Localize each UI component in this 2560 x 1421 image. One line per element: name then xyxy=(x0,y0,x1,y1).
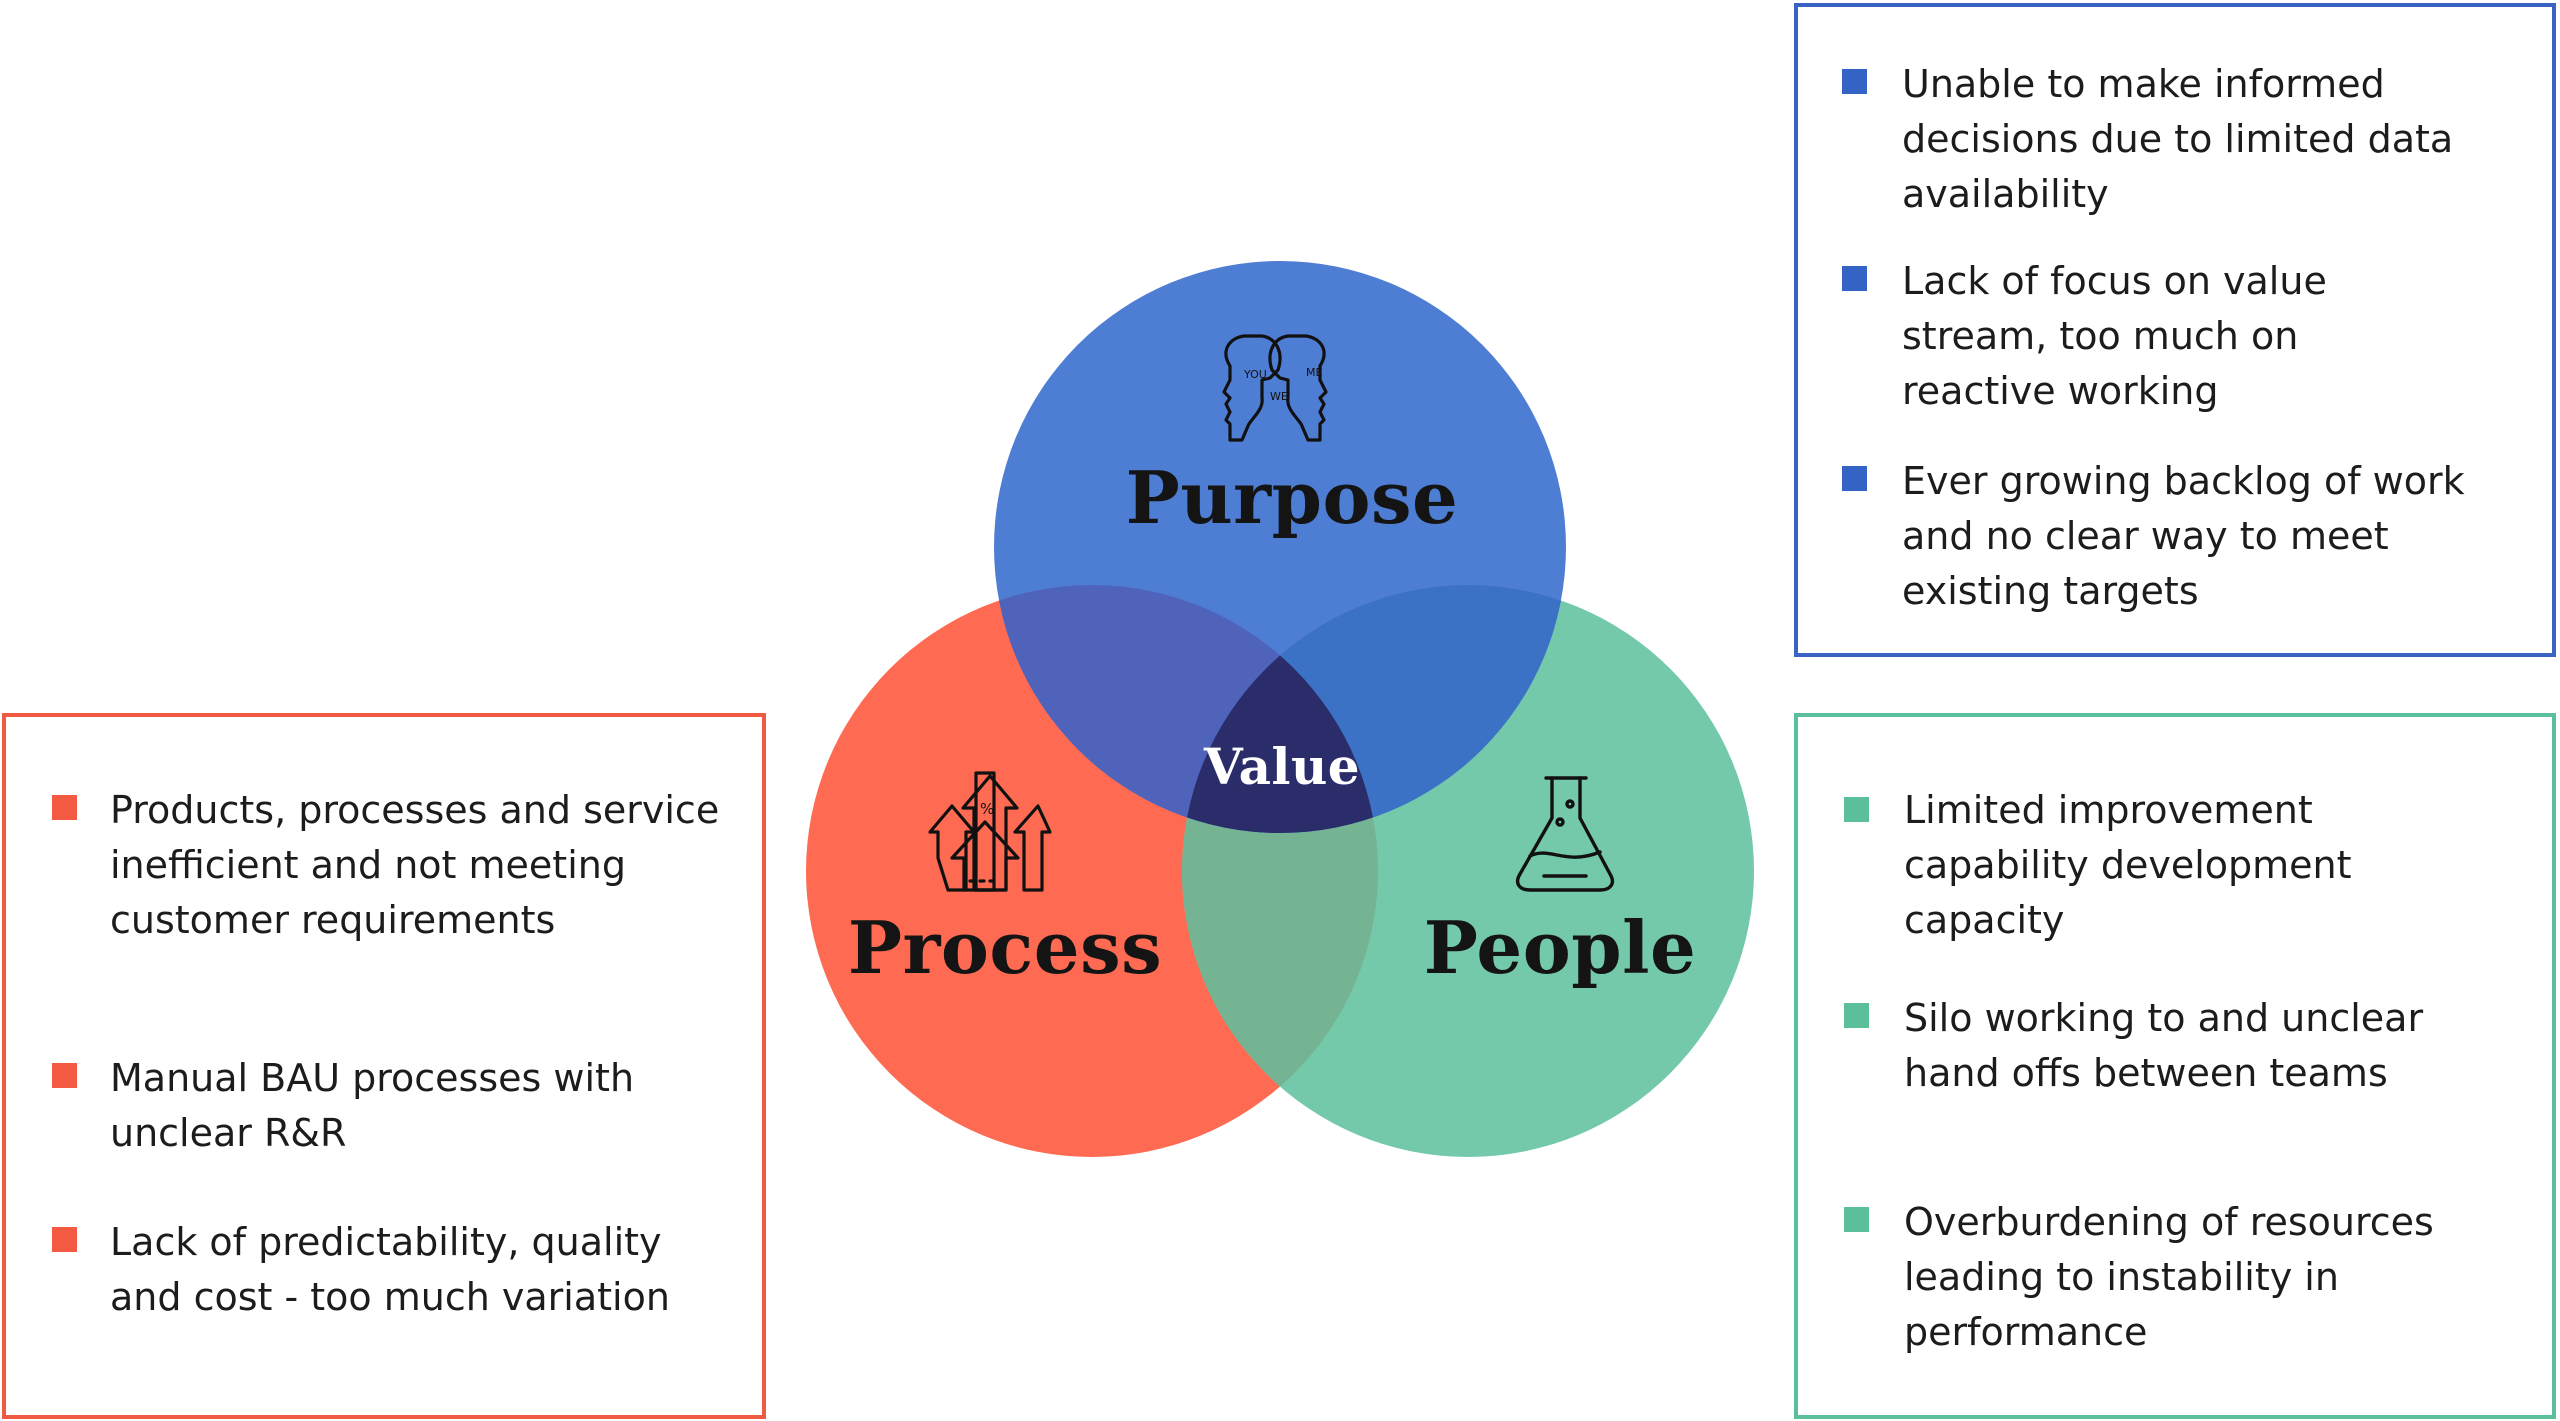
line: and cost - too much variation xyxy=(110,1275,670,1319)
line: stream, too much on xyxy=(1902,314,2299,358)
line: inefficient and not meeting xyxy=(110,843,626,887)
people-issue-2: Silo working to and unclear hand offs be… xyxy=(1904,991,2423,1101)
line: Silo working to and unclear xyxy=(1904,996,2424,1040)
growth-arrows-icon: % xyxy=(928,771,1052,892)
heads-icon-you: YOU xyxy=(1243,368,1267,381)
line: customer requirements xyxy=(110,898,556,942)
bullet-square xyxy=(1844,1003,1869,1028)
heads-you-me-we-icon: YOU ME WE xyxy=(1222,334,1328,442)
purpose-label: Purpose xyxy=(1125,455,1459,540)
purpose-issue-1: Unable to make informed decisions due to… xyxy=(1902,57,2453,222)
bullet-square xyxy=(1844,1207,1869,1232)
people-label: People xyxy=(1423,905,1697,990)
line: Limited improvement xyxy=(1904,788,2313,832)
purpose-issue-3: Ever growing backlog of work and no clea… xyxy=(1902,454,2465,619)
line: capability development xyxy=(1904,843,2352,887)
line: Unable to make informed xyxy=(1902,62,2385,106)
bullet-square xyxy=(52,1063,77,1088)
line: unclear R&R xyxy=(110,1111,347,1155)
line: Products, processes and service xyxy=(110,788,720,832)
process-issue-1: Products, processes and service ineffici… xyxy=(110,783,719,948)
purpose-issues-panel: Unable to make informed decisions due to… xyxy=(1794,3,2556,657)
heads-icon-me: ME xyxy=(1306,366,1322,379)
line: capacity xyxy=(1904,898,2065,942)
line: Lack of predictability, quality xyxy=(110,1220,662,1264)
bullet-square xyxy=(52,795,77,820)
process-label: Process xyxy=(847,905,1163,990)
line: decisions due to limited data xyxy=(1902,117,2454,161)
value-label: Value xyxy=(1203,737,1361,796)
line: availability xyxy=(1902,172,2109,216)
line: and no clear way to meet xyxy=(1902,514,2389,558)
people-issue-1: Limited improvement capability developme… xyxy=(1904,783,2352,948)
line: Lack of focus on value xyxy=(1902,259,2327,303)
people-issues-panel: Limited improvement capability developme… xyxy=(1794,713,2556,1419)
bullet-square xyxy=(1842,466,1867,491)
line: hand offs between teams xyxy=(1904,1051,2388,1095)
process-issue-3: Lack of predictability, quality and cost… xyxy=(110,1215,670,1325)
line: performance xyxy=(1904,1310,2148,1354)
bullet-square xyxy=(1842,69,1867,94)
process-issue-2: Manual BAU processes with unclear R&R xyxy=(110,1051,634,1161)
line: Manual BAU processes with xyxy=(110,1056,635,1100)
heads-icon-we: WE xyxy=(1270,390,1288,403)
line: Ever growing backlog of work xyxy=(1902,459,2465,503)
line: Overburdening of resources xyxy=(1904,1200,2434,1244)
svg-text:%: % xyxy=(980,800,994,818)
process-issues-panel: Products, processes and service ineffici… xyxy=(2,713,766,1419)
value-overlap xyxy=(1182,585,1378,833)
line: reactive working xyxy=(1902,369,2219,413)
bullet-square xyxy=(1842,266,1867,291)
flask-icon xyxy=(1515,776,1615,892)
people-issue-3: Overburdening of resources leading to in… xyxy=(1904,1195,2434,1360)
bullet-square xyxy=(1844,797,1869,822)
line: leading to instability in xyxy=(1904,1255,2339,1299)
purpose-issue-2: Lack of focus on value stream, too much … xyxy=(1902,254,2327,419)
line: existing targets xyxy=(1902,569,2199,613)
bullet-square xyxy=(52,1227,77,1252)
